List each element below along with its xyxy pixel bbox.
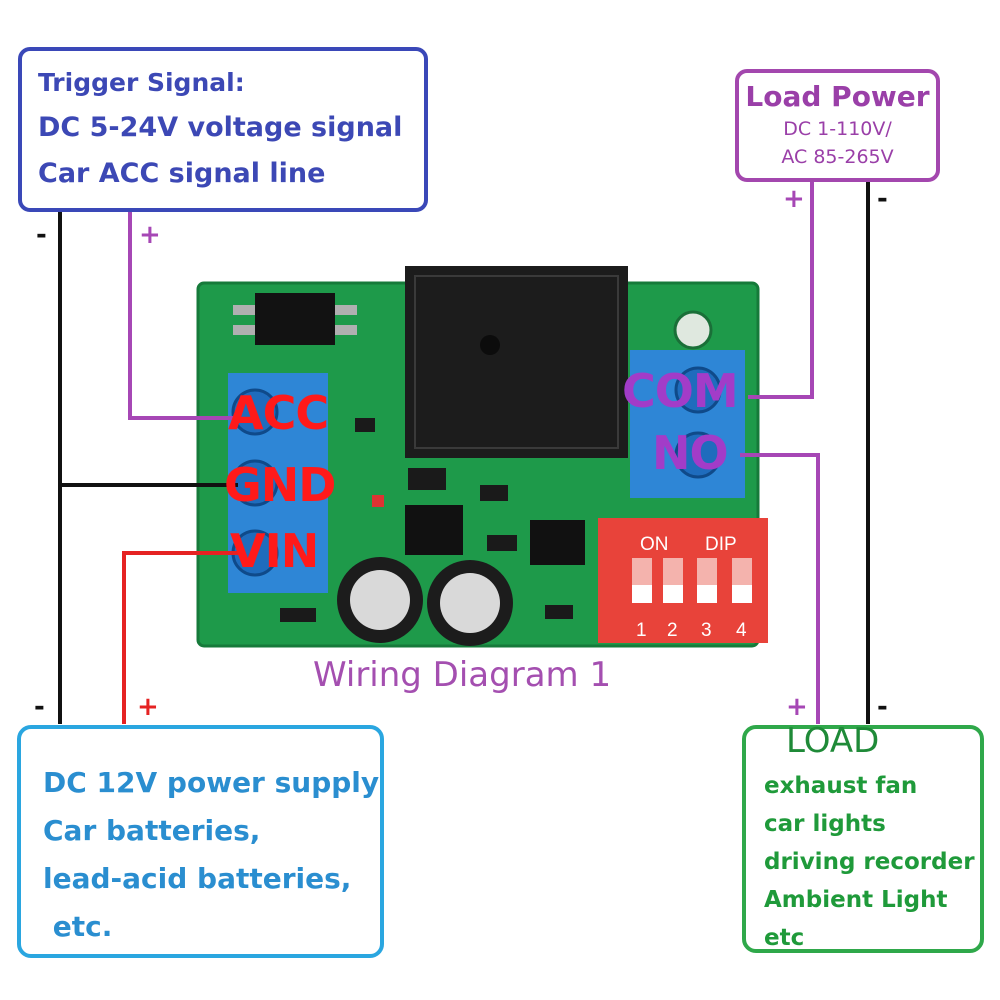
load-minus-sign: - [877, 692, 888, 722]
resistor-r3 [355, 418, 375, 432]
vin-terminal-label: VIN [230, 524, 319, 578]
load-power-minus-sign: - [877, 184, 888, 214]
load-plus-sign: + [786, 692, 808, 722]
supply-line-3: lead-acid batteries, [43, 862, 352, 895]
optocoupler-chip [255, 293, 335, 345]
dip-number-1: 1 [636, 620, 647, 641]
trigger-line-voltage: DC 5-24V voltage signal [38, 112, 403, 143]
dip-number-2: 2 [667, 620, 678, 641]
no-terminal-label: NO [652, 426, 729, 480]
diagram-caption: Wiring Diagram 1 [313, 655, 612, 695]
dip-number-4: 4 [736, 620, 747, 641]
trigger-line-acc: Car ACC signal line [38, 158, 326, 189]
power-supply-box: DC 12V power supply Car batteries, lead-… [17, 725, 384, 958]
com-terminal-label: COM [622, 364, 739, 418]
supply-line-1: DC 12V power supply [43, 766, 380, 799]
trigger-signal-box: Trigger Signal: DC 5-24V voltage signal … [18, 47, 428, 212]
supply-minus-sign: - [34, 692, 45, 722]
vin-wire [122, 551, 240, 724]
load-power-box: Load Power DC 1-110V/ AC 85-265V [735, 69, 940, 182]
gnd-terminal-label: GND [224, 458, 336, 512]
load-item-exhaust-fan: exhaust fan [764, 773, 918, 799]
trigger-title: Trigger Signal: [38, 68, 245, 97]
supply-plus-sign: + [137, 692, 159, 722]
load-item-car-lights: car lights [764, 811, 886, 837]
dip-label: DIP [705, 534, 737, 555]
wires [58, 176, 870, 724]
trigger-plus-sign: + [139, 220, 161, 250]
transistor [405, 505, 463, 555]
load-item-ambient-light: Ambient Light [764, 887, 948, 913]
acc-terminal-label: ACC [228, 386, 329, 440]
load-title: LOAD [786, 721, 880, 761]
load-box: LOAD exhaust fan car lights driving reco… [742, 721, 984, 953]
load-power-dc: DC 1-110V/ [783, 118, 892, 140]
no-wire [740, 453, 820, 724]
pcb-board: ON DIP 1 2 3 4 [196, 266, 768, 648]
supply-line-2: Car batteries, [43, 814, 261, 847]
load-power-plus-sign: + [783, 184, 805, 214]
acc-wire [128, 212, 240, 420]
supply-line-4: etc. [43, 910, 113, 943]
com-wire [748, 182, 814, 399]
ic-chip [530, 520, 585, 565]
load-power-title: Load Power [745, 80, 930, 113]
load-power-ac: AC 85-265V [781, 146, 894, 168]
load-item-driving-recorder: driving recorder [764, 849, 975, 875]
dip-number-3: 3 [701, 620, 712, 641]
trigger-minus-sign: - [36, 220, 47, 250]
relay [405, 266, 628, 458]
mounting-hole [673, 310, 713, 350]
load-item-etc: etc [764, 925, 805, 951]
dip-on-label: ON [640, 534, 669, 555]
